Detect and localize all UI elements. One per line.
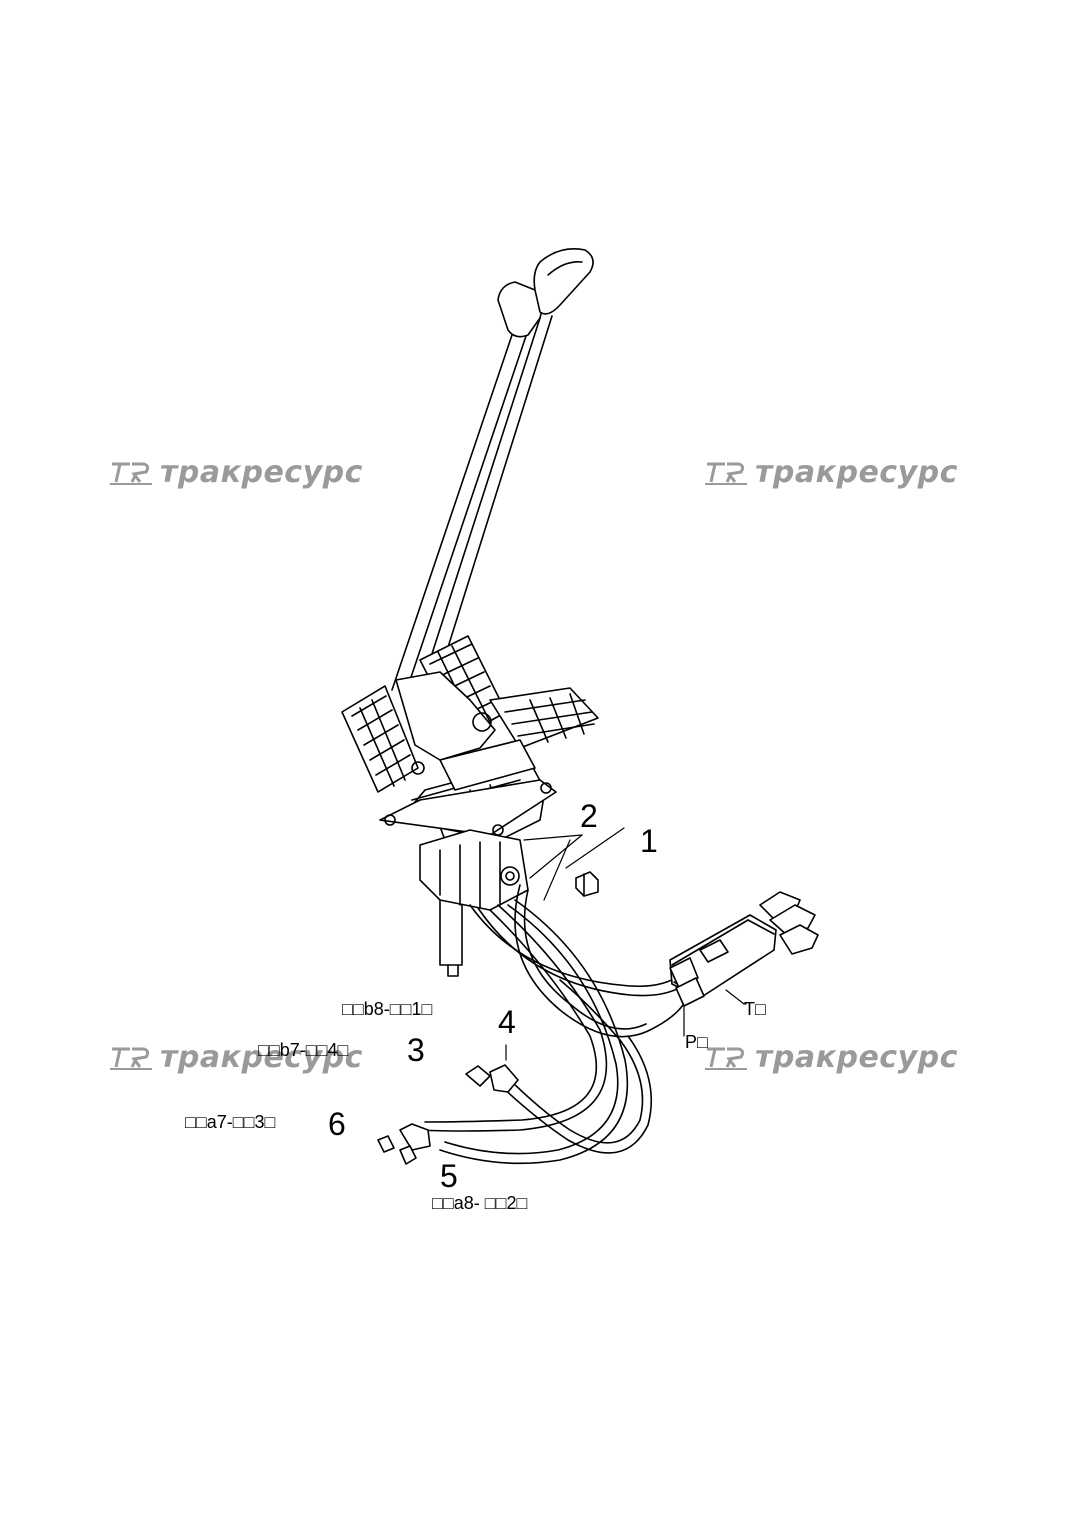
port-label-b7: □□b7-□□4□ xyxy=(258,1040,349,1060)
manifold-block xyxy=(669,891,819,1007)
part-number-6: 6 xyxy=(328,1106,346,1142)
watermark-text: тракресурс xyxy=(160,1040,363,1075)
port-label-a7: □□a7-□□3□ xyxy=(185,1112,276,1132)
part-number-2: 2 xyxy=(580,798,598,834)
watermark: тракресурс xyxy=(110,455,363,490)
watermark-text: тракресурс xyxy=(160,455,363,490)
valve-body xyxy=(419,829,529,977)
tr-logo-icon xyxy=(110,462,152,485)
part-number-5: 5 xyxy=(440,1158,458,1194)
port-label-t: T□ xyxy=(744,999,766,1019)
part-number-4: 4 xyxy=(498,1004,516,1040)
lever-rods xyxy=(391,315,553,693)
pedal-bracket xyxy=(395,671,599,761)
tr-logo-icon xyxy=(110,1047,152,1070)
lever-handle xyxy=(497,248,594,338)
port-label-a8: □□a8- □□2□ xyxy=(432,1193,528,1213)
watermark-text: тракресурс xyxy=(755,455,958,490)
hoses xyxy=(419,884,691,1165)
port-label-b8: □□b8-□□1□ xyxy=(342,999,433,1019)
fitting-1 xyxy=(575,871,599,897)
watermark-text: тракресурс xyxy=(755,1040,958,1075)
tr-logo-icon xyxy=(705,462,747,485)
hose-ends xyxy=(377,1064,519,1165)
watermark: тракресурс xyxy=(705,1040,958,1075)
left-pedal xyxy=(341,685,419,793)
part-number-3: 3 xyxy=(407,1032,425,1068)
part-number-1: 1 xyxy=(640,823,658,859)
watermark: тракресурс xyxy=(110,1040,363,1075)
watermark: тракресурс xyxy=(705,455,958,490)
tr-logo-icon xyxy=(705,1047,747,1070)
port-label-p: P□ xyxy=(685,1032,708,1052)
